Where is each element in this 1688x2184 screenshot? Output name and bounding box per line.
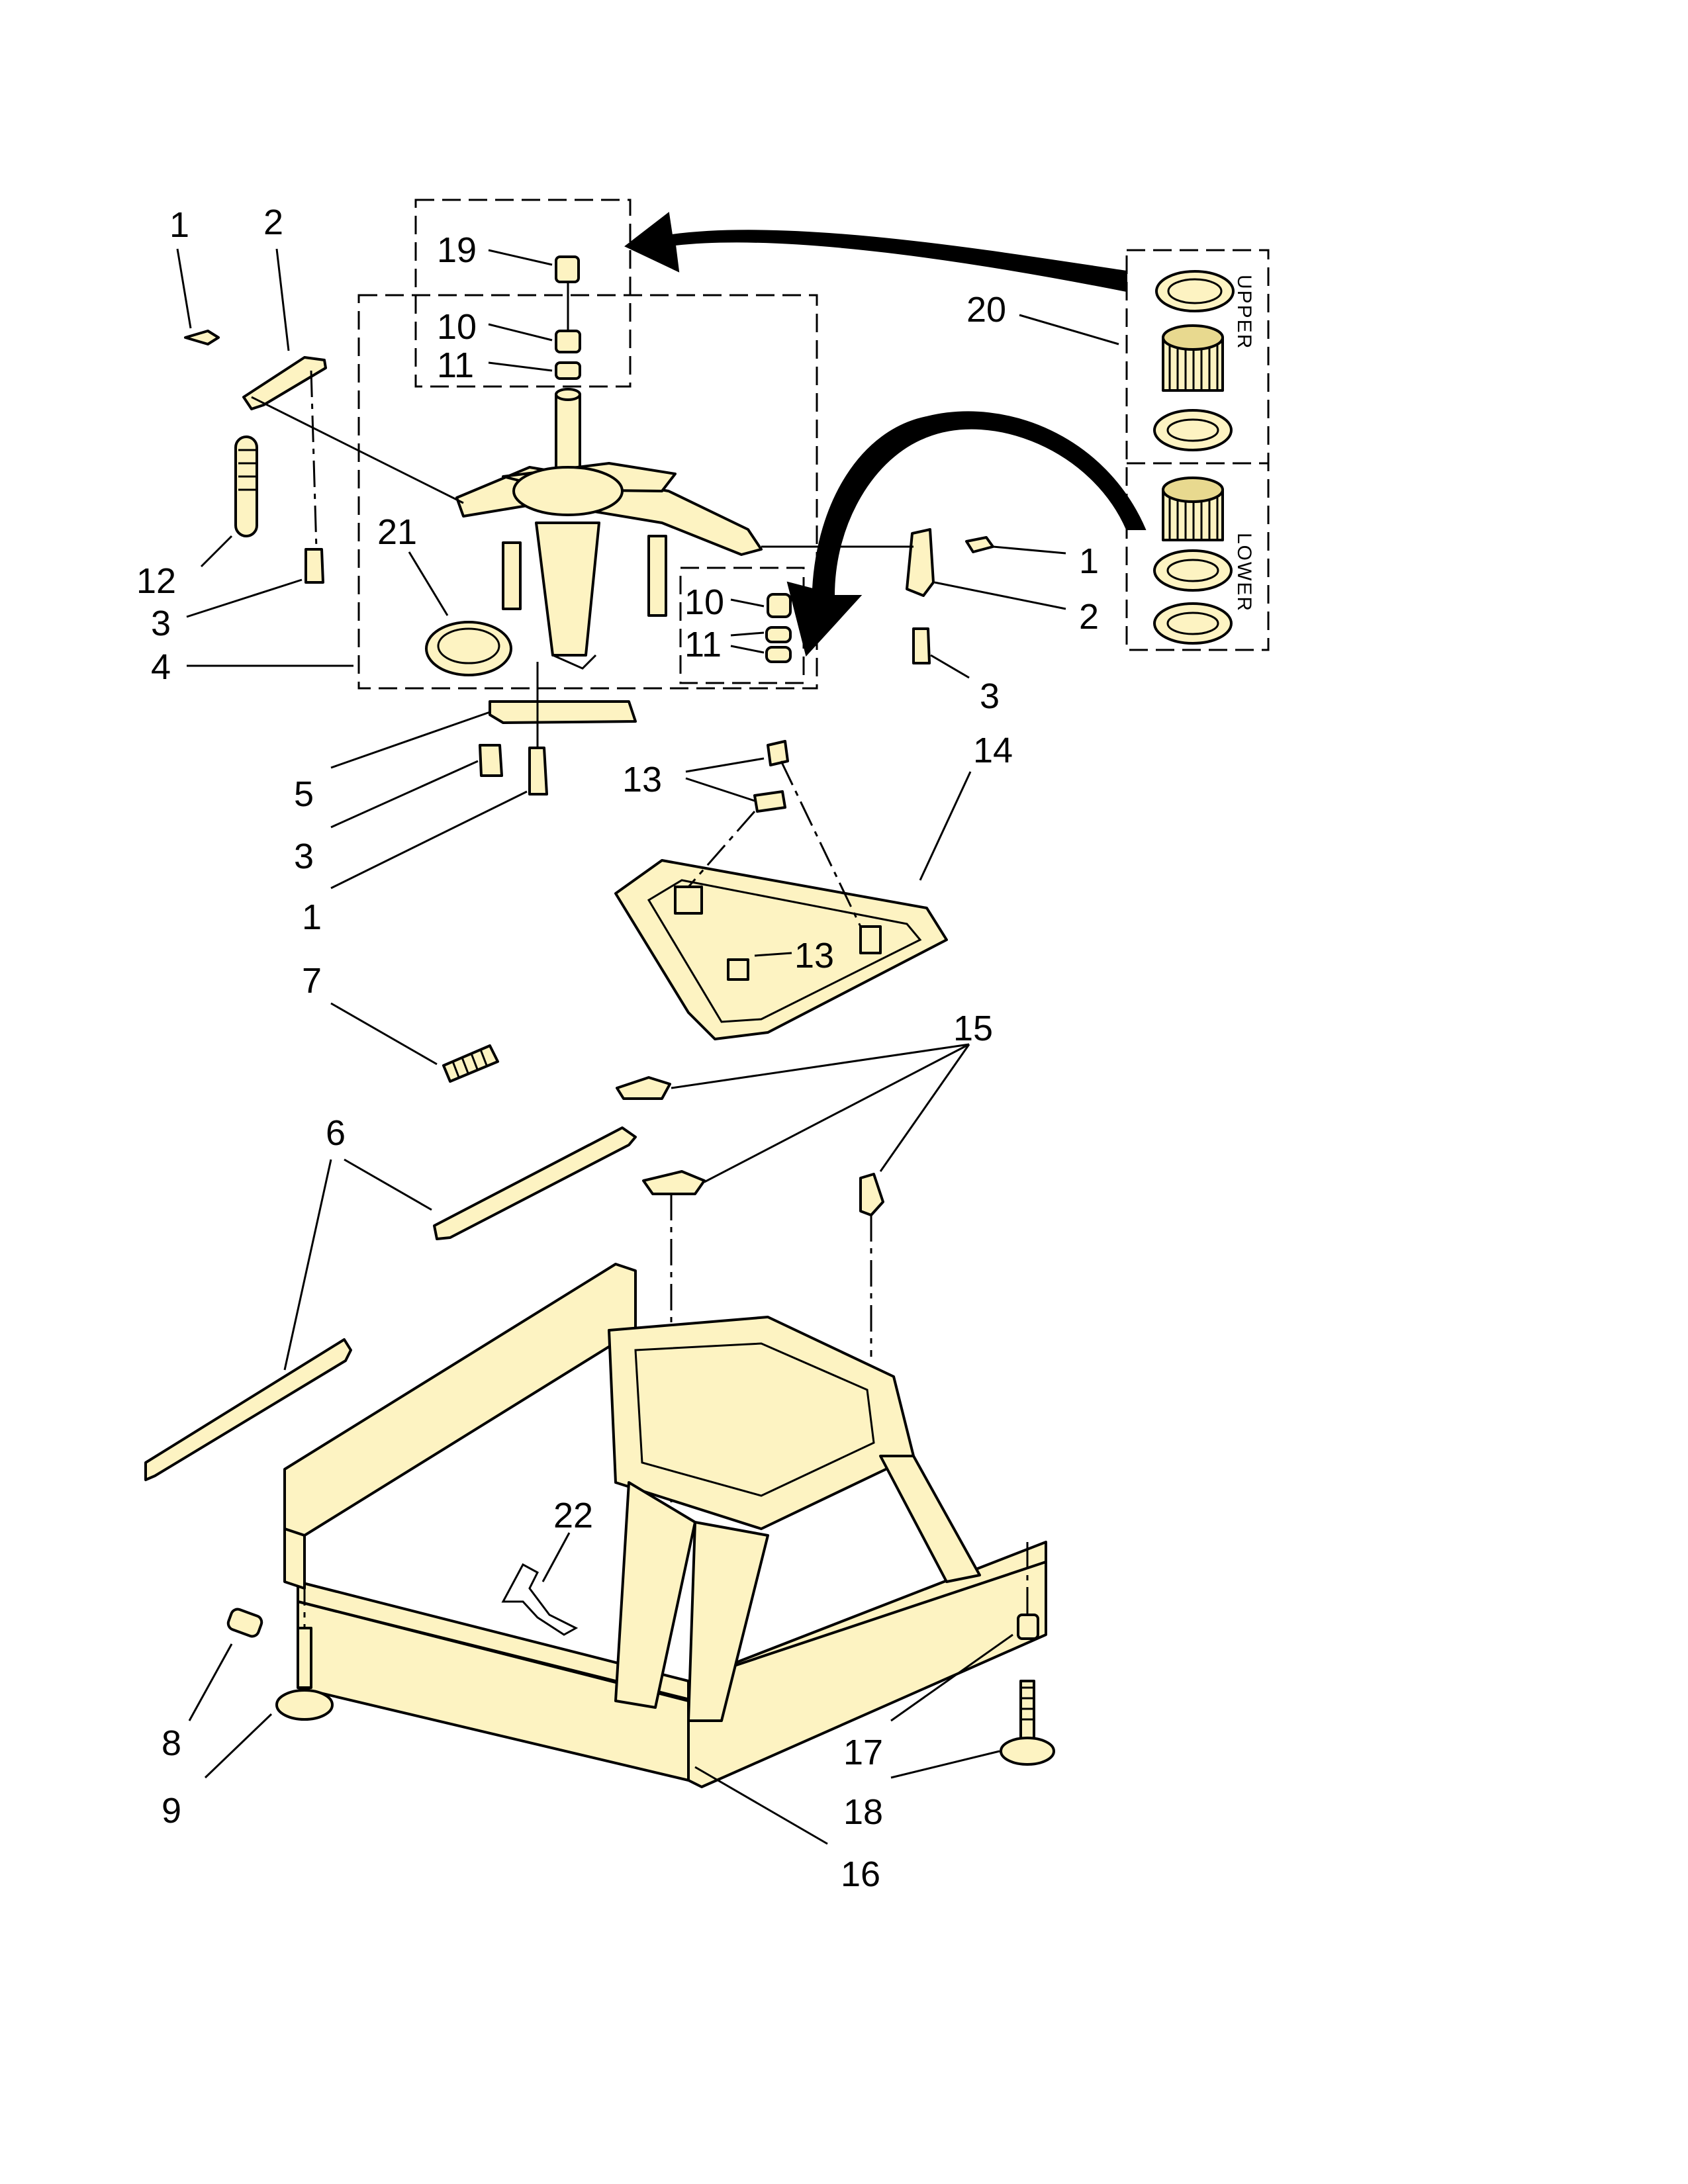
pad-part-15-b	[642, 1170, 706, 1195]
top-bearing-callout-box	[414, 199, 632, 388]
top-bearing-stack	[555, 255, 581, 380]
leveling-foot-right	[1000, 1542, 1055, 1766]
lower-bracket-hardware	[479, 662, 637, 796]
callout-8: 8	[162, 1723, 181, 1763]
callout-22: 22	[553, 1496, 593, 1535]
callout-2: 2	[263, 203, 283, 242]
callout-9: 9	[162, 1791, 181, 1831]
rail-part-6-lower	[144, 1338, 352, 1481]
leg-bearing-callout-box	[679, 567, 805, 684]
callout-11: 11	[437, 345, 474, 385]
callout-2: 2	[1079, 597, 1099, 637]
spring-part-7	[442, 1044, 499, 1083]
callout-10: 10	[437, 307, 477, 347]
lower-kit-parts	[1153, 477, 1233, 645]
callout-16: 16	[841, 1854, 880, 1894]
callout-4: 4	[151, 647, 171, 687]
pad-part-15-a	[616, 1076, 671, 1100]
kit-upper-label: UPPER	[1233, 275, 1255, 349]
clip-part-13-middle	[753, 790, 786, 813]
upper-kit-arrow	[624, 212, 1127, 293]
leveling-foot-left	[226, 1534, 334, 1721]
kit-lower-label: LOWER	[1233, 533, 1255, 612]
callout-1: 1	[1079, 541, 1099, 581]
callout-11: 11	[684, 625, 722, 664]
callout-6: 6	[326, 1113, 346, 1153]
callout-1: 1	[169, 205, 189, 245]
rail-part-6-upper	[433, 1126, 637, 1240]
left-bracket-hardware	[184, 330, 464, 584]
callout-13: 13	[794, 936, 834, 976]
leg-bearing-stack	[765, 593, 792, 663]
callout-7: 7	[302, 961, 322, 1001]
bearing-kit-box	[1125, 249, 1270, 651]
callout-19: 19	[437, 230, 477, 270]
clip-part-13-upper	[767, 740, 789, 766]
callout-1: 1	[302, 897, 322, 937]
callout-18: 18	[843, 1792, 883, 1832]
callout-10: 10	[684, 582, 724, 622]
top-frame-part-14	[614, 859, 948, 1040]
pad-part-15-c	[859, 1173, 884, 1216]
wire-clip-part-22	[501, 1563, 579, 1636]
callout-3: 3	[294, 837, 314, 876]
suspension-assembly-box	[357, 294, 818, 690]
callout-5: 5	[294, 774, 314, 814]
callout-14: 14	[973, 731, 1013, 770]
callout-3: 3	[980, 676, 1000, 716]
leader-lines	[176, 248, 1119, 1845]
callout-3: 3	[151, 604, 171, 643]
upper-kit-parts	[1153, 270, 1235, 451]
suspension-spider-assembly	[455, 388, 763, 670]
ring-part-21	[425, 621, 512, 676]
callout-17: 17	[843, 1733, 883, 1772]
callout-15: 15	[953, 1009, 993, 1048]
base-frame-part-16	[283, 1263, 1047, 1788]
callout-13: 13	[622, 760, 662, 799]
callout-21: 21	[377, 512, 417, 552]
lower-kit-arrow	[786, 411, 1147, 657]
right-bracket-hardware	[761, 528, 994, 664]
callout-12: 12	[136, 561, 176, 601]
callout-20: 20	[966, 290, 1006, 330]
